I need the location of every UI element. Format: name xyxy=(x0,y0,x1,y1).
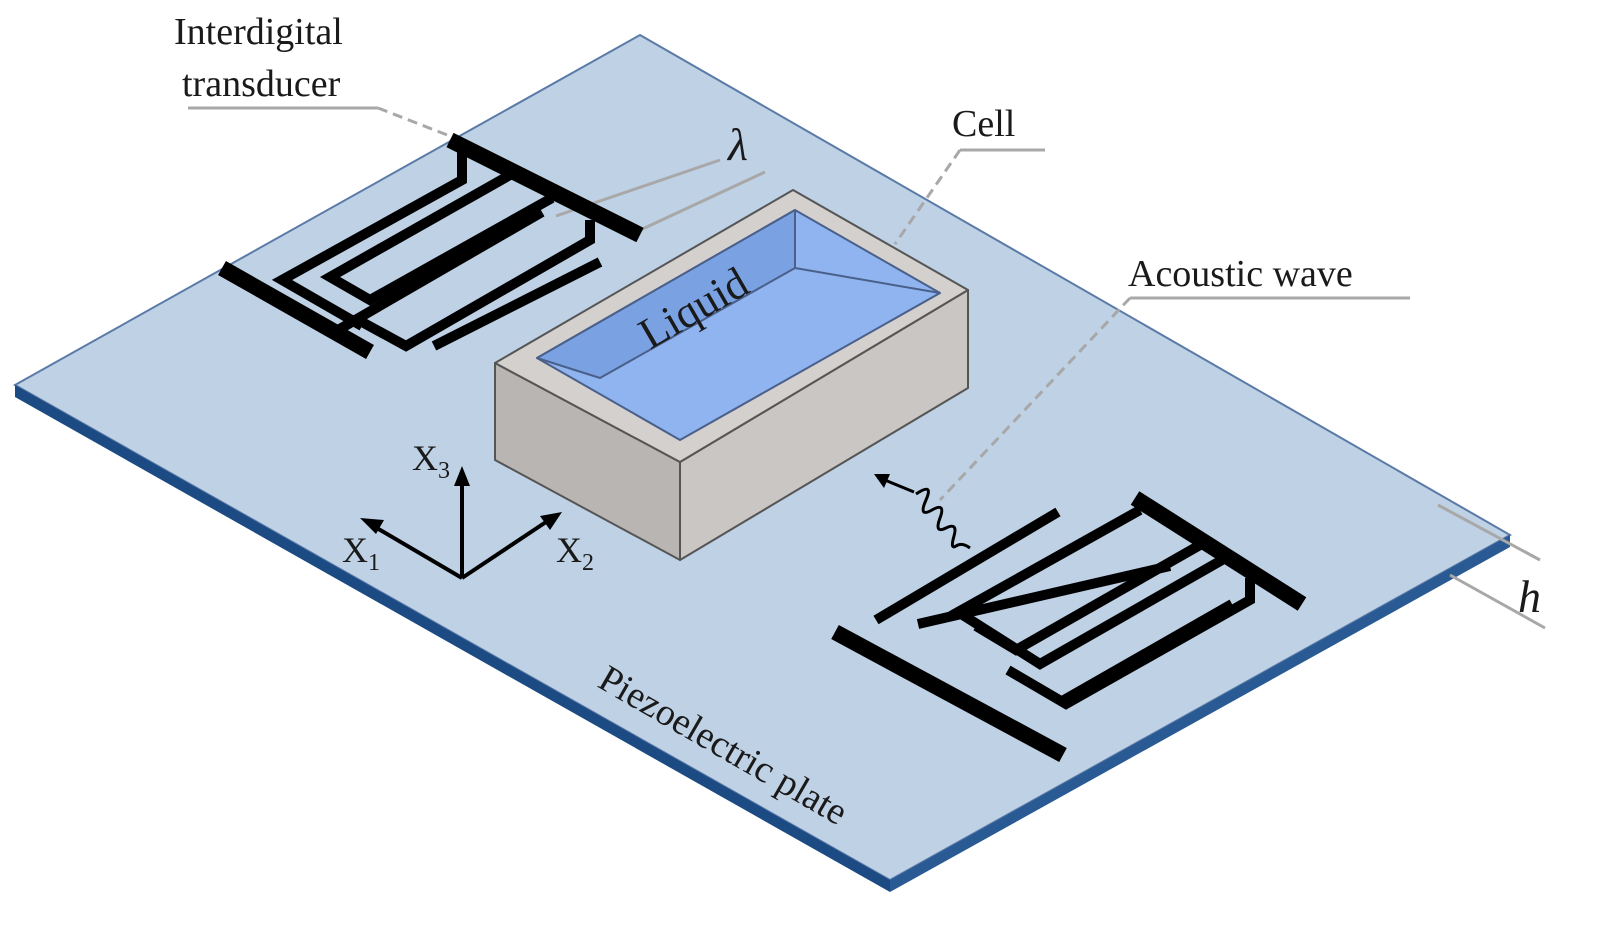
lambda-label: λ xyxy=(726,119,748,170)
axis-x2-label: X2 xyxy=(556,530,594,576)
axis-x1-line xyxy=(368,522,464,580)
acoustic-wave-symbol xyxy=(874,474,971,550)
coordinate-axes xyxy=(360,466,562,580)
liquid-inner-edge xyxy=(794,267,941,294)
idt-label-line2: transducer xyxy=(182,63,341,105)
left-idt-bus-bar-top xyxy=(446,132,644,243)
left-interdigital-transducer xyxy=(218,132,644,359)
thickness-h-label: h xyxy=(1518,571,1541,622)
idt-leader-dashed xyxy=(377,106,461,142)
plate-front-edge xyxy=(890,535,1510,892)
axis-x1-subscript: 1 xyxy=(368,550,380,576)
right-idt-electrode-b xyxy=(973,540,1203,656)
axis-x2-subscript: 2 xyxy=(582,550,594,576)
liquid-back-wall xyxy=(536,209,796,379)
axis-x3-subscript: 3 xyxy=(438,458,450,484)
liquid-cell xyxy=(494,189,969,561)
axis-x1-arrowhead xyxy=(360,518,384,534)
wave-squiggle xyxy=(915,487,971,550)
axis-x2-letter: X xyxy=(556,530,582,570)
axis-x3-arrowhead xyxy=(454,466,470,486)
left-idt-finger-2 xyxy=(431,257,603,351)
right-idt-finger-2 xyxy=(916,561,1172,629)
right-idt-finger-1 xyxy=(873,507,1061,625)
axis-x1-letter: X xyxy=(342,530,368,570)
wave-leader-dashed xyxy=(938,296,1132,502)
plate-side-edge xyxy=(15,385,890,892)
left-idt-finger-1 xyxy=(335,207,545,335)
right-idt-bus-bar-top xyxy=(1130,491,1307,611)
left-idt-electrode-a xyxy=(271,150,467,331)
h-leader-lower xyxy=(1449,573,1546,630)
right-idt-bus-bar-bottom xyxy=(831,624,1067,763)
lambda-line-lower xyxy=(635,170,766,234)
right-interdigital-transducer xyxy=(831,491,1307,763)
left-idt-electrode-c xyxy=(359,220,595,352)
left-idt-bus-bar-bottom xyxy=(218,261,374,359)
cell-leader-dashed xyxy=(893,149,962,245)
h-leader-upper xyxy=(1437,503,1541,562)
axis-x3-label: X3 xyxy=(412,438,450,484)
axis-x1-label: X1 xyxy=(342,530,380,576)
axis-x3-letter: X xyxy=(412,438,438,478)
wave-arrowhead xyxy=(874,474,890,488)
axis-x2-arrowhead xyxy=(540,512,562,530)
cell-label: Cell xyxy=(952,103,1015,145)
axis-x2-line xyxy=(460,516,554,580)
idt-label-line1: Interdigital xyxy=(174,11,343,53)
right-idt-finger-3 xyxy=(1061,599,1235,705)
acoustic-wave-label: Acoustic wave xyxy=(1128,253,1353,295)
left-idt-electrode-b xyxy=(319,170,555,306)
